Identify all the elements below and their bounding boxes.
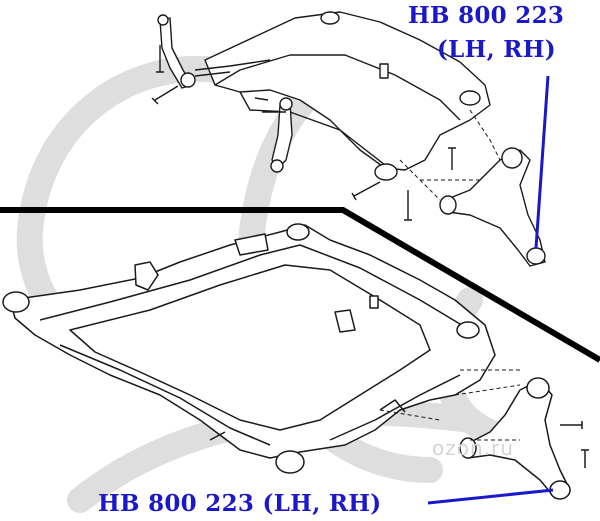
lower-subframe-drawing [2,223,589,500]
lower-arm-front-bushing [459,437,477,459]
stabilizer-bolt-2 [151,85,179,105]
frame-bolt-3 [448,147,456,170]
upper-arm-rear-bushing [501,147,523,169]
lower-mount-rear [286,223,310,241]
upper-mount-front [374,163,398,181]
frame-bolt-1 [404,190,412,221]
upper-subframe-rail [214,54,461,121]
upper-guide-lines [399,109,501,201]
upper-subframe-body [204,11,491,171]
watermark-text: ozon.ru [432,436,514,460]
lower-guide-lines [379,369,521,441]
upper-arm-front-bushing [439,195,457,215]
lower-arm-rear-bushing [526,377,550,399]
upper-arm-ball-joint [526,247,546,265]
stabilizer-bar [194,59,271,77]
stabilizer-bolt-1 [156,45,164,73]
top-callout-part-number: HB 800 223 [408,2,565,29]
lower-mount-right [456,321,480,339]
top-callout-leader [534,75,550,249]
upper-mount-rear-right [459,90,481,106]
lower-arm-bolt [560,421,589,468]
lower-control-arm [464,379,571,499]
bottom-callout-leader [427,488,554,505]
upper-subframe-drawing [151,11,546,267]
upper-mount-rear-left [320,11,340,25]
frame-bolt-2 [351,181,381,201]
upper-control-arm [444,149,546,267]
lower-mount-front [275,450,305,474]
bottom-callout: HB 800 223 (LH, RH) [98,490,382,517]
top-callout-side: (LH, RH) [437,36,556,63]
lower-mount-left [2,291,30,313]
section-divider [0,207,600,363]
lower-subframe-inner [69,264,431,431]
